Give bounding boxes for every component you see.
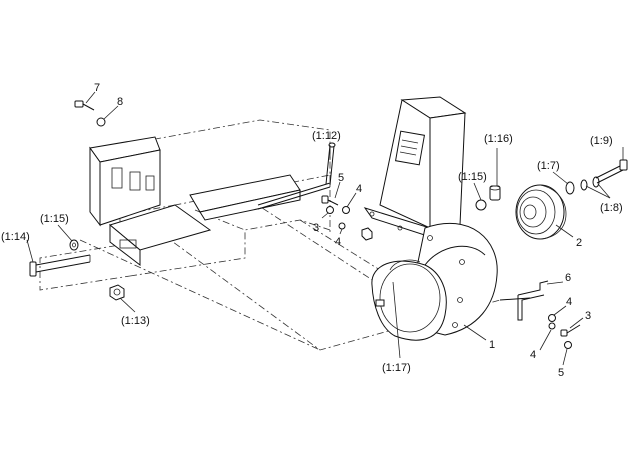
callout-1-9: (1:9) — [590, 135, 613, 147]
callout-1: 1 — [489, 339, 495, 351]
pulley-hardware-stack — [565, 159, 628, 195]
hardware-left-group — [321, 195, 373, 241]
callout-1-13: (1:13) — [121, 315, 150, 327]
washer-1-15-right — [475, 199, 487, 211]
callout-4-middle: 4 — [335, 236, 341, 248]
bolt-1-14 — [29, 254, 91, 277]
callout-1-7: (1:7) — [537, 160, 560, 172]
callout-3-upper: 3 — [313, 222, 319, 234]
callout-4-upper: 4 — [356, 183, 362, 195]
callout-6: 6 — [565, 272, 571, 284]
bracket-6 — [499, 280, 549, 321]
callout-1-14: (1:14) — [1, 231, 30, 243]
screw-7 — [74, 100, 95, 111]
washer-8 — [96, 117, 106, 127]
callout-1-8: (1:8) — [600, 202, 623, 214]
callout-7: 7 — [94, 82, 100, 94]
callout-4-right-lower: 4 — [530, 349, 536, 361]
callout-5-right: 5 — [558, 367, 564, 379]
frame-bracket — [89, 136, 301, 267]
callout-4-right-upper: 4 — [566, 296, 572, 308]
hardware-right-group — [548, 314, 581, 349]
pulley — [515, 184, 567, 240]
callout-2: 2 — [576, 237, 582, 249]
callout-1-12: (1:12) — [312, 130, 341, 142]
callout-1-17: (1:17) — [382, 362, 411, 374]
leader-lines — [26, 91, 624, 366]
callout-5-upper: 5 — [338, 172, 344, 184]
callout-1-15-right: (1:15) — [458, 171, 487, 183]
hopper-chute — [363, 96, 467, 242]
callout-8: 8 — [117, 96, 123, 108]
threaded-rod — [257, 142, 336, 210]
callout-3-right: 3 — [585, 310, 591, 322]
spacer-1-16 — [489, 185, 501, 201]
callout-1-15-left: (1:15) — [40, 213, 69, 225]
nut-1-13 — [109, 284, 125, 301]
blower-housing — [371, 222, 498, 341]
washer-1-15 — [69, 239, 79, 251]
callout-1-16: (1:16) — [484, 133, 513, 145]
callout-labels: 7 8 (1:12) (1:16) (1:9) 5 4 3 4 (1:15) (… — [1, 82, 623, 379]
